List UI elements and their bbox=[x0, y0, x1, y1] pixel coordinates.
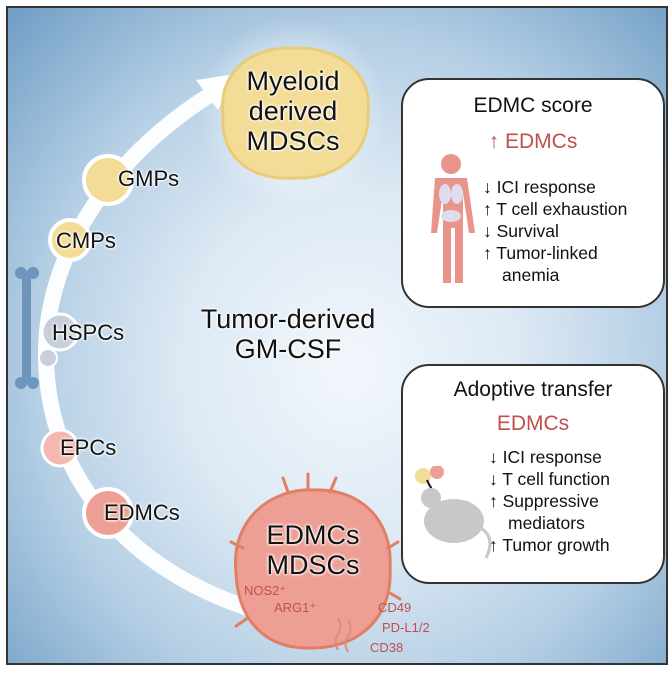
outcome-item: ↓ Survival bbox=[483, 221, 559, 241]
box-title: EDMC score bbox=[473, 94, 593, 117]
adoptive-outcomes: ↓ ICI response ↓ T cell function ↑ Suppr… bbox=[489, 446, 610, 556]
marker-cd49: CD49 bbox=[378, 600, 412, 615]
outcome-item: ↑ Tumor growth bbox=[489, 535, 610, 555]
outcome-item: ↑ T cell exhaustion bbox=[483, 199, 628, 219]
outcome-item: ↑ Tumor-linked bbox=[483, 243, 598, 263]
label-line: Myeloid bbox=[246, 66, 340, 96]
graphical-abstract: Myeloid derived MDSCs GMPs CMPs HSPCs EP… bbox=[6, 6, 668, 665]
edmcs-label: EDMCs bbox=[104, 500, 180, 525]
hspcs-label: HSPCs bbox=[52, 320, 125, 345]
outcome-item: ↓ T cell function bbox=[489, 469, 610, 489]
marker-arg1: ARG1⁺ bbox=[274, 600, 317, 615]
myeloid-mdsc-label: Myeloid derived MDSCs bbox=[233, 66, 353, 156]
adoptive-transfer-box: Adoptive transfer EDMCs ↓ ICI response ↓… bbox=[401, 364, 665, 584]
myeloid-mdsc-cell-icon bbox=[221, 46, 370, 180]
epcs-label: EPCs bbox=[60, 435, 117, 460]
box-highlight: ↑ EDMCs bbox=[488, 130, 578, 153]
mouse-icon bbox=[415, 466, 492, 559]
hspc-cell-icon bbox=[40, 312, 80, 352]
box-highlight: EDMCs bbox=[496, 412, 570, 435]
label-line: MDSCs bbox=[266, 550, 360, 580]
cmps-label: CMPs bbox=[56, 228, 116, 253]
edmc-score-box: EDMC score ↑ EDMCs ↓ ICI response ↑ T ce… bbox=[401, 78, 665, 308]
marker-cd38: CD38 bbox=[370, 640, 404, 655]
edmc-mdsc-cell-icon bbox=[233, 488, 392, 650]
outcome-item: ↓ ICI response bbox=[483, 177, 596, 197]
bone-icon bbox=[15, 267, 39, 389]
label-line: derived bbox=[248, 96, 338, 126]
box-title: Adoptive transfer bbox=[453, 378, 613, 401]
label-line: EDMCs bbox=[266, 520, 360, 550]
human-body-icon bbox=[431, 154, 475, 283]
cmp-cell-icon bbox=[48, 218, 92, 262]
epc-cell-icon bbox=[40, 428, 80, 468]
gmp-cell-icon bbox=[82, 154, 134, 206]
tumor-gmcsf-label: Tumor-derived GM-CSF bbox=[188, 304, 388, 364]
outcome-item: ↓ ICI response bbox=[489, 447, 602, 467]
outcome-item: anemia bbox=[502, 265, 560, 285]
outcome-item: ↑ Suppressive bbox=[489, 491, 599, 511]
arrow-and-cells-art bbox=[15, 18, 402, 653]
marker-pdl12: PD-L1/2 bbox=[382, 620, 430, 635]
label-line: GM-CSF bbox=[234, 334, 342, 364]
gmps-label: GMPs bbox=[118, 166, 180, 191]
outcome-item: mediators bbox=[508, 513, 585, 533]
marker-nos2: NOS2⁺ bbox=[244, 583, 287, 598]
label-line: Tumor-derived bbox=[200, 304, 376, 334]
label-line: MDSCs bbox=[246, 126, 340, 156]
edmc-cell-icon bbox=[82, 487, 134, 539]
edmc-score-outcomes: ↓ ICI response ↑ T cell exhaustion ↓ Sur… bbox=[483, 176, 627, 286]
edmc-mdsc-label: EDMCs MDSCs bbox=[248, 520, 378, 580]
